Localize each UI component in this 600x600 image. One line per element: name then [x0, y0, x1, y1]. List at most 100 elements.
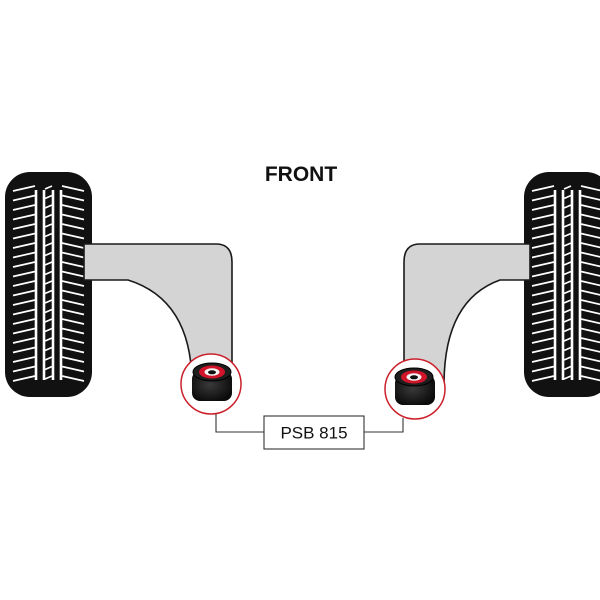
tread-sipe — [563, 375, 572, 380]
tread-sipe — [12, 356, 36, 363]
tread-sipe — [563, 270, 572, 276]
tread-sipe — [531, 223, 555, 230]
tread-sipe — [563, 232, 572, 238]
tread-sipe — [563, 251, 572, 257]
tread-sipe — [580, 356, 600, 363]
tread-sipe — [44, 261, 53, 266]
tread-sipe — [44, 280, 53, 285]
left-tyre — [5, 172, 92, 397]
tread-sipe — [580, 261, 600, 268]
tread-sipe — [61, 299, 85, 306]
tread-sipe — [580, 308, 600, 315]
tread-sipe — [531, 261, 555, 268]
tread-sipe — [44, 337, 53, 342]
tread-sipe — [44, 270, 53, 276]
bushing-icon — [394, 367, 435, 405]
tread-sipe — [44, 327, 53, 333]
tread-sipe — [44, 308, 53, 314]
left-leader-line — [215, 414, 264, 433]
tread-sipe — [44, 375, 53, 380]
tread-sipe — [61, 308, 85, 316]
tread-sipe — [61, 261, 85, 268]
left-bushing — [180, 353, 242, 415]
part-number: PSB 815 — [280, 424, 347, 443]
tread-sipe — [580, 242, 600, 249]
tread-sipe — [531, 308, 555, 316]
tread-sipe — [12, 346, 36, 354]
tread-sipe — [563, 308, 572, 314]
tread-sipe — [531, 251, 555, 259]
right-leader-line — [364, 418, 404, 433]
tread-sipe — [563, 337, 572, 342]
tread-sipe — [580, 289, 600, 296]
tread-sipe — [44, 251, 53, 257]
tread-sipe — [61, 194, 85, 202]
tread-sipe — [12, 308, 36, 316]
tread-sipe — [580, 318, 600, 325]
tread-sipe — [531, 356, 555, 363]
tread-sipe — [12, 204, 36, 211]
tread-sipe — [44, 356, 53, 361]
tread-sipe — [531, 327, 555, 335]
tread-sipe — [580, 185, 600, 192]
tread-sipe — [44, 289, 53, 295]
tread-sipe — [61, 251, 85, 259]
tread-sipe — [61, 280, 85, 287]
tread-sipe — [61, 327, 85, 335]
tread-sipe — [12, 289, 36, 297]
tread-sipe — [563, 356, 572, 361]
tread-sipe — [12, 337, 36, 344]
tread-sipe — [12, 280, 36, 287]
tread-sipe — [44, 299, 53, 304]
bushing-icon — [192, 362, 232, 401]
tread-sipe — [563, 299, 572, 304]
tread-sipe — [12, 318, 36, 325]
tread-sipe — [12, 213, 36, 221]
tread-sipe — [531, 204, 555, 211]
tread-sipe — [531, 346, 555, 354]
tread-sipe — [12, 232, 36, 240]
tread-sipe — [580, 280, 600, 287]
tread-sipe — [61, 204, 85, 211]
tread-sipe — [563, 318, 572, 323]
tread-sipe — [580, 232, 600, 239]
tread-sipe — [531, 194, 555, 202]
tread-sipe — [531, 185, 555, 192]
tread-sipe — [580, 223, 600, 230]
tread-sipe — [563, 261, 572, 266]
right-tyre-tread — [531, 185, 600, 382]
tread-sipe — [12, 365, 36, 373]
tread-sipe — [563, 289, 572, 295]
tread-sipe — [61, 232, 85, 240]
tread-sipe — [61, 213, 85, 221]
right-tyre — [524, 172, 600, 397]
tread-sipe — [531, 232, 555, 240]
tread-sipe — [580, 299, 600, 306]
tread-sipe — [531, 289, 555, 297]
tread-sipe — [12, 251, 36, 259]
tread-sipe — [12, 375, 36, 382]
tread-sipe — [44, 204, 53, 209]
part-label: PSB 815 — [263, 415, 365, 450]
tread-sipe — [61, 356, 85, 363]
tread-sipe — [531, 299, 555, 306]
tread-sipe — [44, 223, 53, 228]
tread-sipe — [531, 213, 555, 221]
tread-sipe — [563, 223, 572, 228]
tread-sipe — [12, 261, 36, 268]
tread-sipe — [531, 337, 555, 344]
tread-sipe — [61, 337, 85, 344]
tread-sipe — [61, 242, 85, 249]
tread-sipe — [563, 242, 572, 247]
tread-sipe — [61, 270, 85, 278]
tread-sipe — [44, 232, 53, 238]
right-control-arm — [403, 243, 531, 386]
tread-sipe — [531, 270, 555, 278]
tread-sipe — [61, 318, 85, 325]
tread-sipe — [61, 289, 85, 297]
tread-sipe — [580, 327, 600, 334]
tread-sipe — [580, 346, 600, 353]
tread-sipe — [44, 185, 53, 190]
page-title: FRONT — [265, 163, 337, 186]
